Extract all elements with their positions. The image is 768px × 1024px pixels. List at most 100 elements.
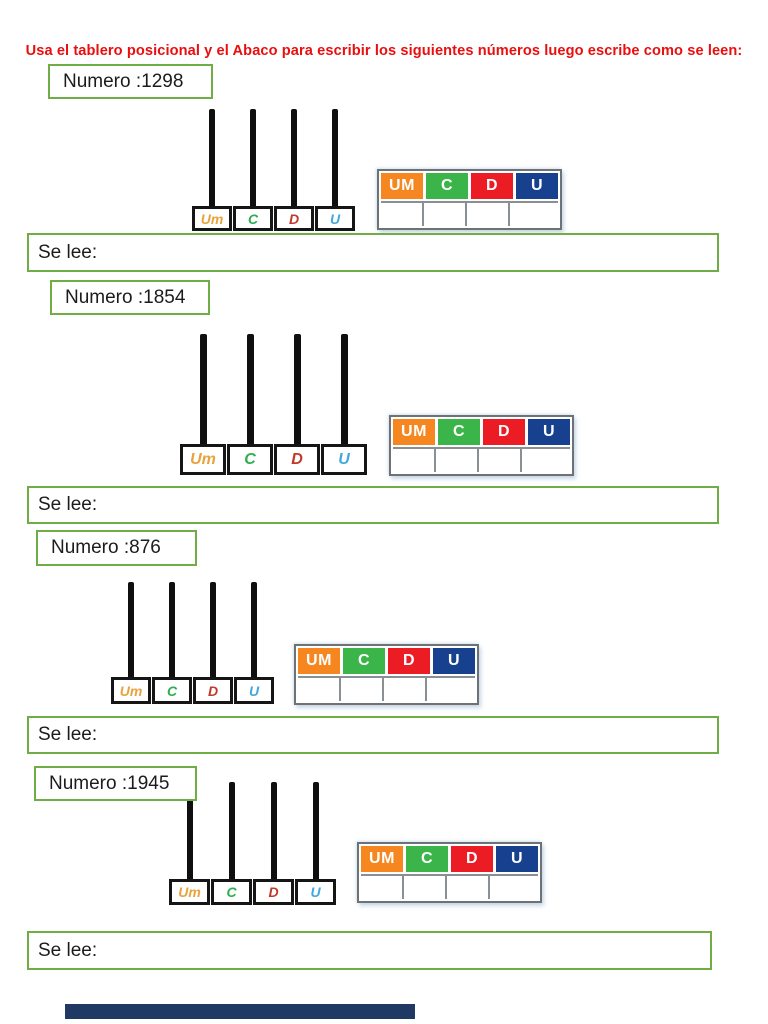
abacus-label-um: Um — [200, 210, 224, 227]
table-cell-c[interactable] — [404, 876, 447, 899]
abacus-column-d: D — [274, 334, 320, 475]
se-lee-box-3[interactable]: Se lee: — [27, 716, 719, 754]
table-header-c: C — [438, 419, 480, 445]
abacus-rod — [209, 109, 215, 206]
number-box-1: Numero :1298 — [48, 64, 213, 99]
abacus-rod — [332, 109, 338, 206]
table-header-u: U — [496, 846, 538, 872]
abacus-column-c: C — [227, 334, 273, 475]
number-label-2: Numero :1854 — [65, 286, 186, 308]
abacus-rod — [228, 782, 235, 879]
table-cell-d[interactable] — [467, 203, 510, 226]
abacus-1: Um C D U — [192, 109, 355, 231]
abacus-column-u: U — [295, 782, 336, 905]
table-header-c: C — [343, 648, 385, 674]
abacus-column-um: Um — [180, 334, 226, 475]
abacus-4: Um C D U — [169, 782, 336, 905]
number-box-4: Numero :1945 — [34, 766, 197, 801]
abacus-column-um: Um — [169, 782, 210, 905]
table-cell-u[interactable] — [490, 876, 531, 899]
abacus-label-c: C — [166, 682, 178, 699]
abacus-column-u: U — [321, 334, 367, 475]
table-cell-u[interactable] — [427, 678, 468, 701]
abacus-rod — [312, 782, 319, 879]
abacus-3: Um C D U — [111, 582, 274, 704]
se-lee-label: Se lee: — [38, 241, 98, 263]
abacus-rod — [246, 334, 254, 444]
abacus-rod — [291, 109, 297, 206]
table-header-c: C — [406, 846, 448, 872]
table-cell-um[interactable] — [361, 876, 404, 899]
table-header-c: C — [426, 173, 468, 199]
abacus-rod — [186, 782, 193, 879]
abacus-label-u: U — [310, 884, 321, 900]
abacus-2: Um C D U — [180, 334, 367, 475]
place-value-table-2: UM C D U — [389, 415, 574, 476]
abacus-label-c: C — [244, 450, 256, 468]
table-header-um: UM — [393, 419, 435, 445]
table-cell-um[interactable] — [393, 449, 436, 472]
table-cell-c[interactable] — [424, 203, 467, 226]
table-cell-d[interactable] — [384, 678, 427, 701]
number-box-3: Numero :876 — [36, 530, 197, 566]
place-value-table-1: UM C D U — [377, 169, 562, 230]
abacus-label-u: U — [329, 210, 341, 227]
table-cell-d[interactable] — [479, 449, 522, 472]
table-cell-c[interactable] — [436, 449, 479, 472]
abacus-label-d: D — [268, 884, 279, 900]
abacus-column-c: C — [152, 582, 192, 704]
se-lee-label: Se lee: — [38, 494, 98, 515]
bottom-bar — [65, 1004, 415, 1019]
abacus-label-d: D — [291, 450, 303, 468]
abacus-rod — [251, 582, 257, 677]
place-value-table-4: UM C D U — [357, 842, 542, 903]
table-cell-u[interactable] — [522, 449, 563, 472]
abacus-rod — [169, 582, 175, 677]
table-cell-um[interactable] — [298, 678, 341, 701]
number-box-2: Numero :1854 — [50, 280, 210, 315]
table-header-d: D — [388, 648, 430, 674]
abacus-rod — [270, 782, 277, 879]
table-header-d: D — [451, 846, 493, 872]
number-label-1: Numero :1298 — [63, 70, 184, 92]
abacus-column-um: Um — [192, 109, 232, 231]
abacus-rod — [210, 582, 216, 677]
abacus-label-um: Um — [178, 884, 201, 900]
abacus-label-d: D — [288, 210, 300, 227]
worksheet-title: Usa el tablero posicional y el Abaco par… — [25, 43, 743, 59]
table-header-d: D — [483, 419, 525, 445]
se-lee-label: Se lee: — [38, 939, 98, 961]
place-value-table-3: UM C D U — [294, 644, 479, 705]
table-cell-um[interactable] — [381, 203, 424, 226]
table-header-d: D — [471, 173, 513, 199]
table-cell-c[interactable] — [341, 678, 384, 701]
abacus-label-um: Um — [119, 682, 143, 699]
table-cell-d[interactable] — [447, 876, 490, 899]
table-header-um: UM — [381, 173, 423, 199]
abacus-label-d: D — [207, 682, 219, 699]
abacus-label-c: C — [247, 210, 259, 227]
table-header-u: U — [516, 173, 558, 199]
se-lee-box-4[interactable]: Se lee: — [27, 931, 712, 970]
abacus-column-u: U — [315, 109, 355, 231]
abacus-column-c: C — [233, 109, 273, 231]
table-header-u: U — [433, 648, 475, 674]
number-label-4: Numero :1945 — [49, 772, 170, 794]
abacus-label-c: C — [226, 884, 237, 900]
table-header-um: UM — [361, 846, 403, 872]
abacus-label-u: U — [338, 450, 350, 468]
abacus-rod — [340, 334, 348, 444]
abacus-rod — [199, 334, 207, 444]
table-header-um: UM — [298, 648, 340, 674]
abacus-column-um: Um — [111, 582, 151, 704]
table-cell-u[interactable] — [510, 203, 551, 226]
abacus-column-u: U — [234, 582, 274, 704]
number-label-3: Numero :876 — [51, 537, 161, 558]
abacus-label-um: Um — [190, 450, 216, 468]
abacus-column-d: D — [253, 782, 294, 905]
abacus-label-u: U — [248, 682, 260, 699]
se-lee-box-1[interactable]: Se lee: — [27, 233, 719, 272]
abacus-column-d: D — [193, 582, 233, 704]
se-lee-box-2[interactable]: Se lee: — [27, 486, 719, 524]
